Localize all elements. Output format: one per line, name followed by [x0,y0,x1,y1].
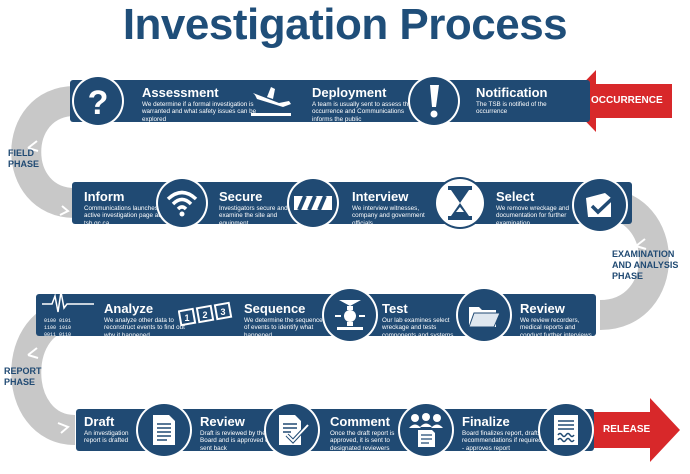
step-title: Select [496,189,535,204]
step-finalize: Finalize Board finalizes report, drafts … [462,414,544,452]
step-review-report: Review Draft is reviewed by the Board an… [200,414,272,452]
release-arrow [590,398,680,462]
step-title: Review [200,414,245,429]
step-draft: Draft An investigation report is drafted [84,414,140,445]
step-notification: Notification The TSB is notified of the … [476,85,576,116]
step-inform: Inform Communications launches active in… [84,189,164,227]
step-description: We review recorders, medical reports and… [520,317,592,339]
release-label: RELEASE [603,424,651,435]
step-title: Finalize [462,414,510,429]
step-description: We remove wreckage and documentation for… [496,205,570,227]
step-description: An investigation report is drafted [84,430,129,445]
box-check-icon [574,179,626,231]
step-description: Board finalizes report, drafts recommend… [462,430,542,452]
step-description: A team is usually sent to assess the occ… [312,101,412,123]
step-assessment: Assessment We determine if a formal inve… [142,85,260,123]
step-select: Select We remove wreckage and documentat… [496,189,586,227]
curve-arrow-icon [27,140,39,152]
step-description: Investigators secure and examine the sit… [219,205,288,227]
step-secure: Secure Investigators secure and examine … [219,189,299,227]
step-comment: Comment Once the draft report is approve… [330,414,406,452]
step-review-analysis: Review We review recorders, medical repo… [520,301,598,339]
step-description: Draft is reviewed by the Board and is ap… [200,430,271,452]
svg-text:1: 1 [184,313,189,323]
step-sequence: Sequence We determine the sequence of ev… [244,301,328,339]
step-description: We analyze other data to reconstruct eve… [104,317,185,339]
step-title: Assessment [142,85,219,100]
wifi-icon [158,179,206,227]
step-deployment: Deployment A team is usually sent to ass… [312,85,424,123]
svg-text:2: 2 [202,310,207,320]
exclamation-icon [410,77,458,125]
step-description: We determine the sequence of events to i… [244,317,323,339]
phase-label-field: FIELD PHASE [8,148,40,169]
svg-text:0011 0110: 0011 0110 [44,332,71,338]
svg-text:?: ? [88,84,109,118]
report-icon [540,404,592,456]
barrier-icon [289,179,337,227]
step-description: Our lab examines select wreckage and tes… [382,317,454,339]
step-description: Communications launches active investiga… [84,205,160,227]
step-analyze: Analyze We analyze other data to reconst… [104,301,188,339]
document-icon [138,404,190,456]
step-interview: Interview We interview witnesses, compan… [352,189,444,227]
step-title: Review [520,301,565,316]
row-band-1 [70,80,590,122]
step-description: The TSB is notified of the occurrence [476,101,547,116]
svg-text:3: 3 [220,307,225,317]
people-document-icon [400,404,452,456]
svg-text:1100 1010: 1100 1010 [44,325,71,331]
microscope-icon [324,289,376,341]
step-title: Test [382,301,408,316]
step-title: Comment [330,414,390,429]
step-title: Secure [219,189,263,204]
step-title: Interview [352,189,409,204]
phase-label-examination: EXAMINATION AND ANALYSIS PHASE [612,249,679,281]
step-test: Test Our lab examines select wreckage an… [382,301,462,339]
curve-arrow-icon [635,238,647,250]
document-check-icon [266,404,318,456]
step-title: Analyze [104,301,154,316]
step-description: We interview witnesses, company and gove… [352,205,425,227]
step-title: Sequence [244,301,306,316]
step-description: Once the draft report is approved, it is… [330,430,395,452]
sequence-blocks-icon: 1 2 3 [178,291,234,339]
curve-arrow-icon [57,422,70,434]
curve-arrow-icon [27,347,39,359]
step-title: Draft [84,414,115,429]
airplane-landing-icon [248,77,296,125]
phase-label-report: REPORT PHASE [4,366,42,387]
step-title: Deployment [312,85,387,100]
waveform-icon: 0100 0101 1100 1010 0011 0110 [40,290,96,340]
curve-arrow-icon [59,205,70,216]
svg-text:0100 0101: 0100 0101 [44,318,71,324]
hourglass-icon [436,179,484,227]
step-description: We determine if a formal investigation i… [142,101,257,123]
question-mark-icon: ? [74,77,122,125]
occurrence-arrow [580,84,672,118]
step-title: Notification [476,85,548,100]
occurrence-label: OCCURRENCE [591,95,663,106]
step-title: Inform [84,189,125,204]
page-title: Investigation Process [122,0,568,49]
folder-icon [458,289,510,341]
